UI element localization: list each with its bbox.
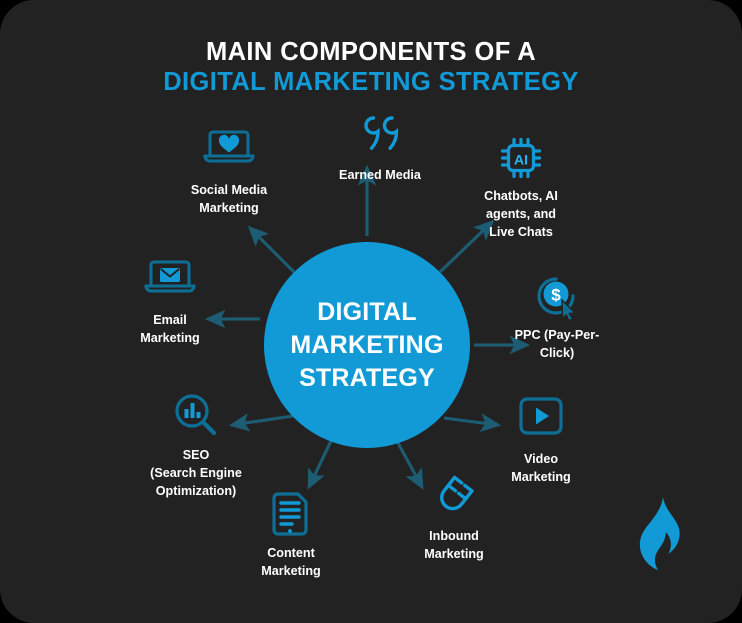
node-label: Earned Media: [339, 168, 421, 182]
node-label: PPC (Pay-Per- Click): [514, 328, 600, 360]
node-content-marketing[interactable]: Content Marketing: [216, 490, 366, 581]
magnet-icon: [379, 473, 529, 521]
node-label: Inbound Marketing: [424, 529, 484, 561]
node-label: SEO (Search Engine Optimization): [150, 448, 242, 498]
node-video-marketing[interactable]: Video Marketing: [466, 396, 616, 487]
svg-text:AI: AI: [514, 152, 528, 168]
arrow-to-video: [443, 413, 502, 432]
play-button-icon: [466, 396, 616, 444]
center-hub-label: DIGITAL MARKETING STRATEGY: [290, 297, 444, 392]
center-hub-circle: DIGITAL MARKETING STRATEGY: [264, 242, 470, 448]
node-label: Video Marketing: [511, 452, 571, 484]
laptop-heart-icon: [154, 127, 304, 175]
laptop-envelope-icon: [95, 257, 245, 305]
node-ppc[interactable]: $ PPC (Pay-Per- Click): [482, 272, 632, 363]
node-label: Chatbots, AI agents, and Live Chats: [484, 189, 558, 239]
magnifier-bar-chart-icon: [121, 392, 271, 440]
arrow-to-inbound: [396, 442, 424, 490]
arrow-to-chatbots-ai: [438, 219, 495, 274]
node-earned-media[interactable]: Earned Media: [305, 112, 455, 185]
node-label: Email Marketing: [140, 313, 200, 345]
arrow-to-content: [307, 440, 333, 490]
node-label: Social Media Marketing: [190, 183, 268, 215]
svg-text:$: $: [551, 286, 561, 305]
node-label: Content Marketing: [261, 546, 321, 578]
node-chatbots-ai[interactable]: AI Chatbots, AI agents, and Live Chats: [446, 133, 596, 242]
arrow-to-social-media: [247, 225, 296, 274]
page-title: MAIN COMPONENTS OF A DIGITAL MARKETING S…: [0, 38, 742, 97]
quotation-marks-icon: [305, 112, 455, 160]
title-line-primary: MAIN COMPONENTS OF A: [205, 38, 537, 66]
node-email-marketing[interactable]: Email Marketing: [95, 257, 245, 348]
title-line-accent: DIGITAL MARKETING STRATEGY: [163, 67, 579, 96]
ai-chip-icon: AI: [446, 133, 596, 181]
node-inbound-marketing[interactable]: Inbound Marketing: [379, 473, 529, 564]
flame-icon: [631, 495, 691, 573]
arrow-to-seo: [228, 413, 294, 432]
node-social-media-marketing[interactable]: Social Media Marketing: [154, 127, 304, 218]
node-seo[interactable]: SEO (Search Engine Optimization): [121, 392, 271, 501]
document-lines-icon: [216, 490, 366, 538]
dollar-coin-cursor-icon: $: [482, 272, 632, 320]
